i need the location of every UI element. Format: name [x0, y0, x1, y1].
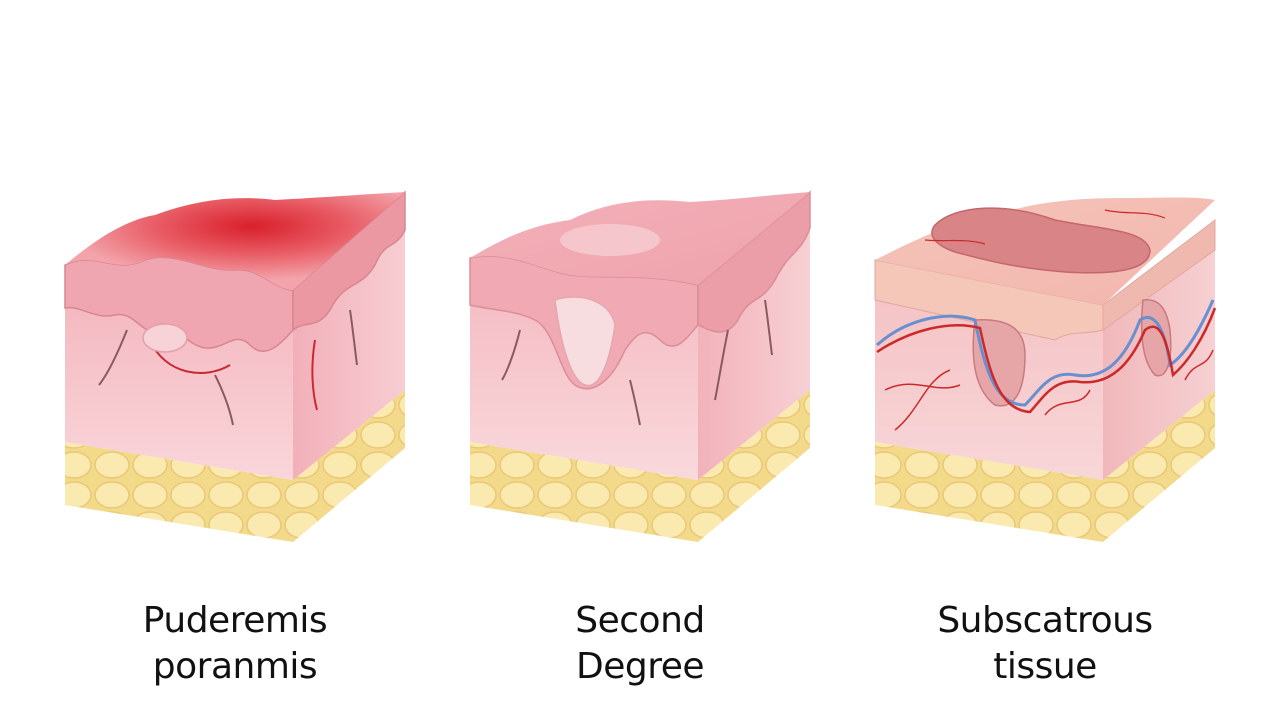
epidermis-side: [1102, 218, 1216, 331]
fat-layer-front: [65, 442, 293, 542]
hair-follicle: [501, 329, 521, 381]
hair-follicle: [349, 309, 358, 366]
fat-layer-side: [293, 390, 405, 542]
hair-follicle: [764, 299, 773, 356]
hair-follicle: [714, 329, 729, 401]
skin-block-first: [64, 190, 406, 542]
skin-block-third: [874, 197, 1217, 542]
fat-layer-side: [698, 390, 810, 542]
dermis-side: [698, 220, 810, 480]
caption-second: Second Degree: [460, 598, 820, 690]
burned-surface: [65, 192, 405, 290]
blister: [554, 296, 616, 387]
caption-first-line1: Puderemis: [142, 600, 328, 641]
capillary: [884, 383, 961, 391]
dermis-side: [293, 220, 405, 480]
caption-first-line2: poranmis: [152, 646, 318, 687]
artery: [876, 307, 1217, 414]
hair-follicle: [629, 379, 641, 426]
skin-block-second: [469, 190, 811, 542]
caption-first: Puderemis poranmis: [55, 598, 415, 690]
caption-third-line2: tissue: [993, 646, 1097, 687]
capillary: [1104, 209, 1166, 219]
fat-layer-side: [1103, 390, 1215, 542]
epidermis-front: [64, 256, 294, 352]
wound-cavity: [931, 207, 1151, 274]
fat-layer-front: [875, 442, 1103, 542]
caption-third: Subscatrous tissue: [865, 598, 1225, 690]
fat-layer-front: [470, 442, 698, 542]
dermis-front: [65, 300, 293, 480]
surface-highlight: [560, 224, 660, 256]
deep-follicle: [972, 319, 1026, 407]
blood-vessel: [311, 339, 318, 411]
capillary: [1184, 349, 1214, 381]
caption-second-line1: Second: [575, 600, 705, 641]
blister: [142, 323, 188, 353]
capillary: [894, 369, 951, 431]
hair-follicle: [214, 374, 234, 426]
hair-follicle: [98, 329, 128, 386]
capillary: [924, 239, 986, 245]
caption-second-line2: Degree: [575, 646, 705, 687]
caption-third-line1: Subscatrous: [937, 600, 1153, 641]
capillary: [1044, 389, 1091, 416]
epidermis-side: [697, 190, 811, 333]
epidermis-side: [292, 190, 406, 332]
